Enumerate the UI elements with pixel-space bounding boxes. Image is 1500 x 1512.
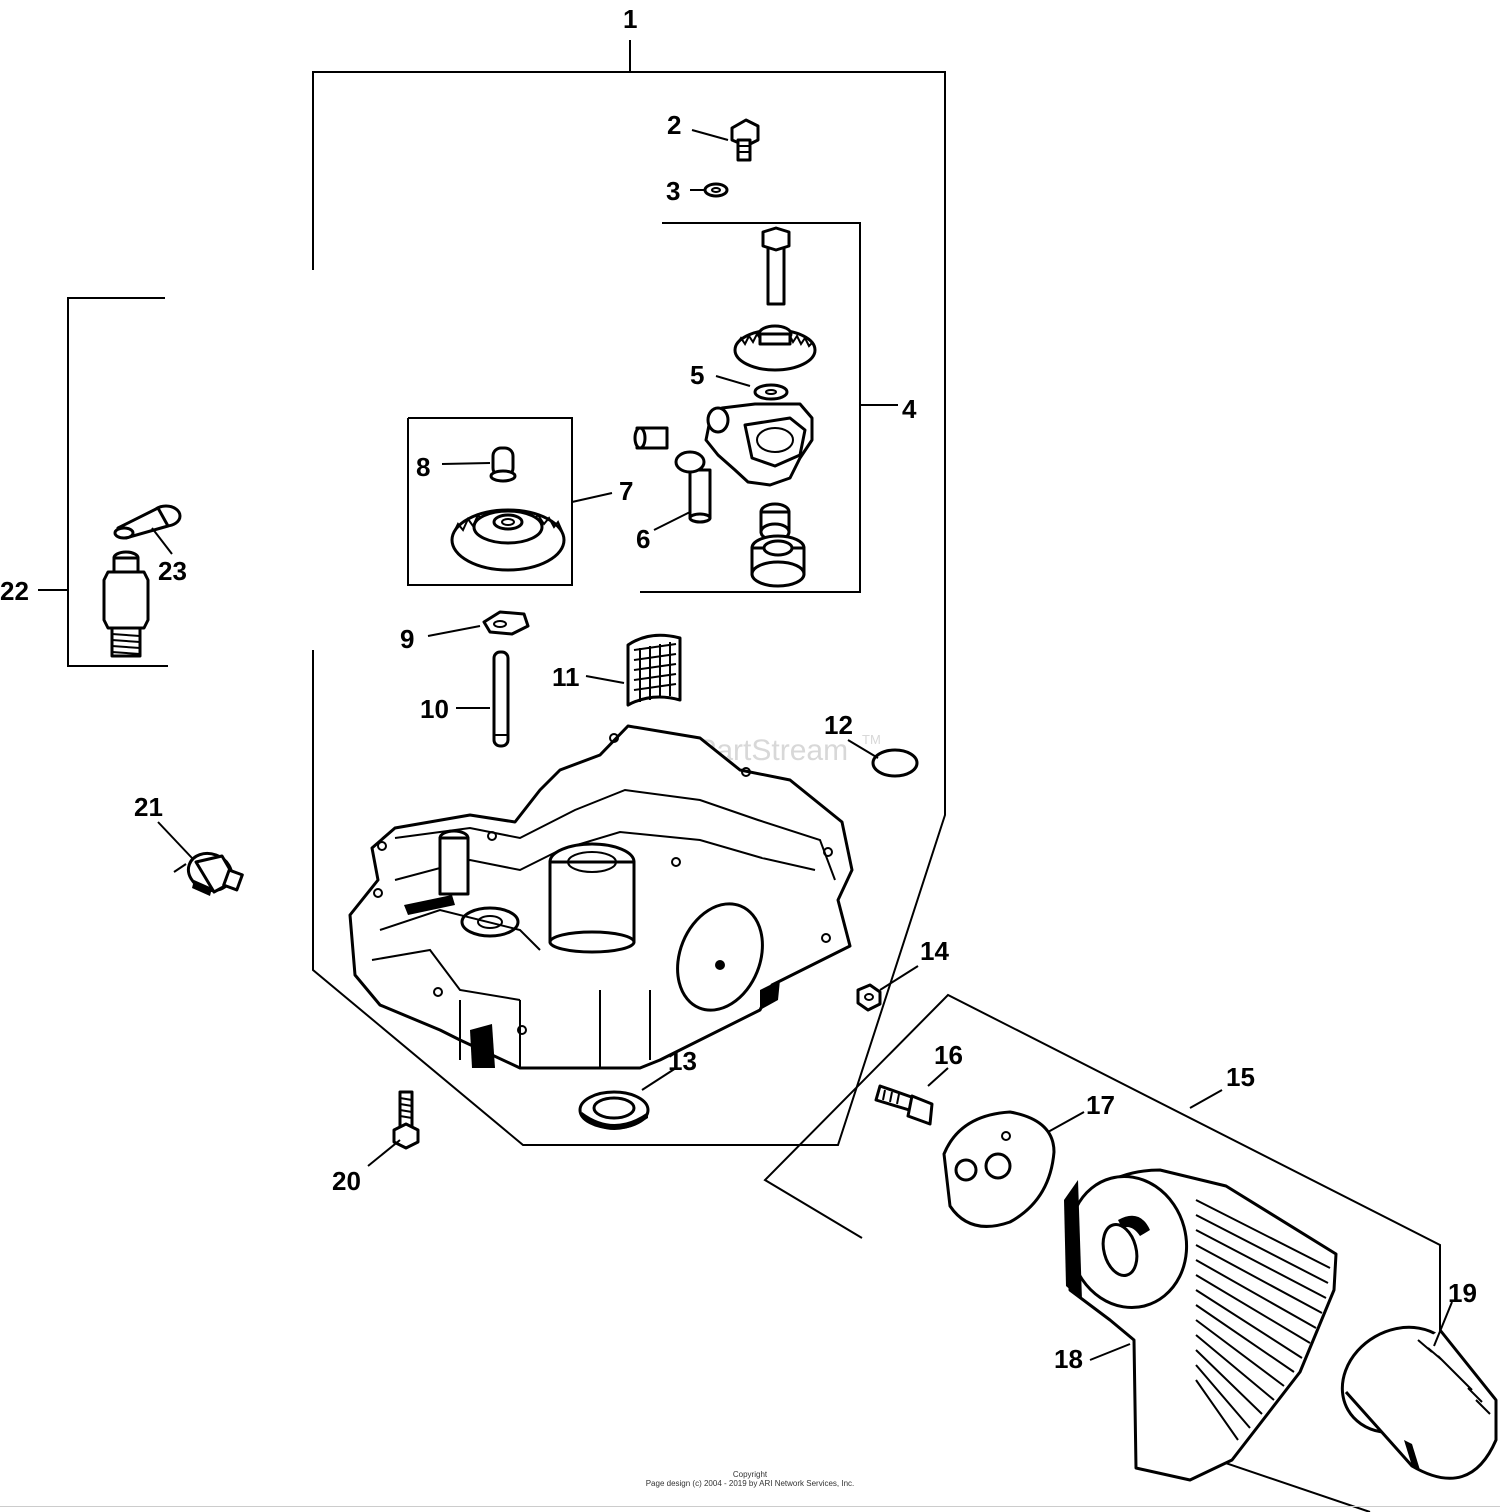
group-bracket-1 (312, 40, 946, 1146)
part-7-gear (450, 508, 566, 572)
part-10-pin (492, 650, 510, 748)
closure-plate-housing (348, 724, 854, 1070)
callout-2: 2 (667, 110, 681, 140)
callout-18: 18 (1054, 1344, 1083, 1374)
callout-12: 12 (824, 710, 853, 740)
part-4-oil-pump (633, 226, 817, 588)
callout-20: 20 (332, 1166, 361, 1196)
callout-4: 4 (902, 394, 917, 424)
callout-13: 13 (668, 1046, 697, 1076)
callout-5: 5 (690, 360, 704, 390)
group-bracket-22 (67, 297, 168, 667)
callout-9: 9 (400, 624, 414, 654)
callout-15: 15 (1226, 1062, 1255, 1092)
callout-17: 17 (1086, 1090, 1115, 1120)
part-22-fitting (102, 550, 150, 658)
bottom-rule (0, 1506, 1500, 1507)
part-17-gasket (942, 1110, 1056, 1228)
part-11-screen (626, 633, 682, 707)
part-3-washer (703, 182, 729, 198)
part-16-fitting (874, 1084, 934, 1126)
callout-22: 22 (0, 576, 29, 606)
part-13-seal (578, 1090, 650, 1130)
callout-11: 11 (552, 662, 580, 692)
callout-23: 23 (158, 556, 187, 586)
callout-7: 7 (619, 476, 633, 506)
part-23-cap (113, 504, 182, 540)
callout-21: 21 (134, 792, 163, 822)
part-20-bolt (392, 1090, 420, 1150)
callout-3: 3 (666, 176, 680, 206)
watermark-trademark: TM (862, 732, 881, 747)
footer-page-design: Page design (c) 2004 - 2019 by ARI Netwo… (645, 1479, 855, 1488)
part-8-pin (489, 446, 517, 483)
part-9-tab (482, 610, 530, 636)
callout-8: 8 (416, 452, 430, 482)
group-bracket-4 (640, 222, 898, 593)
callout-6: 6 (636, 524, 650, 554)
callout-14: 14 (920, 936, 949, 966)
part-14-nut (856, 983, 882, 1012)
callouts: 1 2 3 4 5 6 7 8 9 10 11 12 13 14 15 16 1… (0, 4, 1477, 1374)
callout-10: 10 (420, 694, 449, 724)
callout-1: 1 (623, 4, 637, 34)
callout-16: 16 (934, 1040, 963, 1070)
part-2-bolt (730, 118, 760, 162)
group-bracket-7 (407, 417, 573, 586)
part-19-oil-filter (1340, 1325, 1498, 1480)
leader-lines (38, 129, 1453, 1361)
callout-19: 19 (1448, 1278, 1477, 1308)
part-21-pressure-switch (173, 851, 244, 896)
part-12-oring (871, 748, 919, 778)
part-18-oil-cooler (1064, 1168, 1338, 1482)
footer-copyright: Copyright (732, 1470, 768, 1479)
